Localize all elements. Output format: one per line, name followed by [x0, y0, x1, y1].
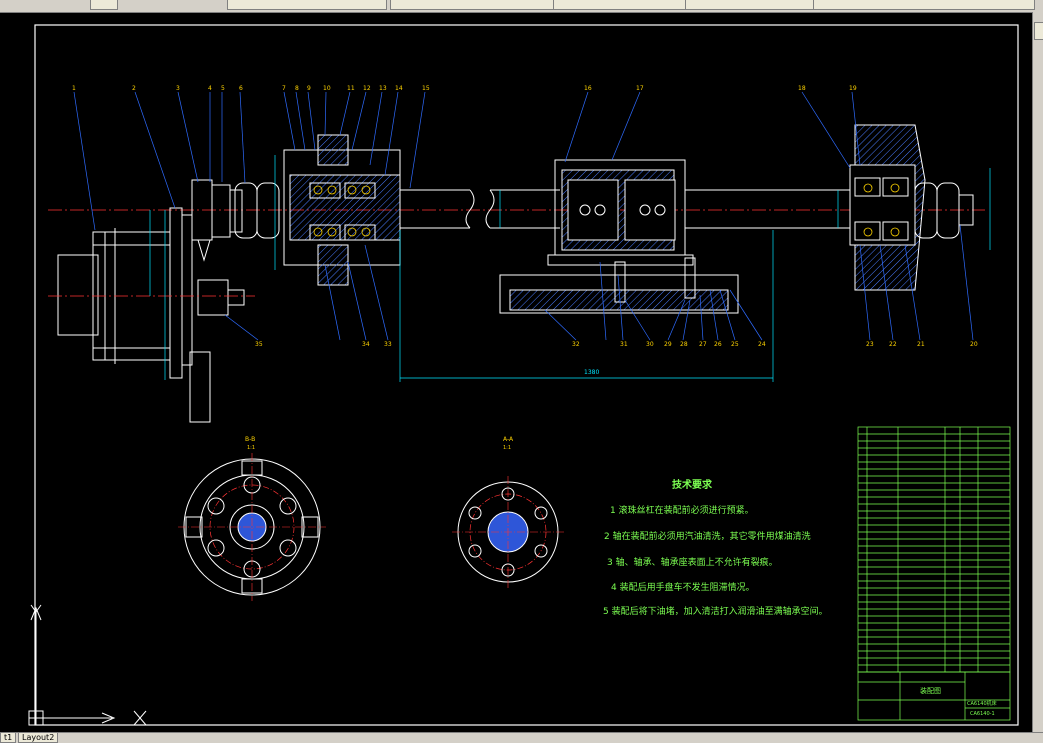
- svg-text:15: 15: [422, 85, 430, 92]
- title-block-company: CA6140机床: [967, 700, 997, 707]
- section-aa-title: A-A: [503, 436, 514, 443]
- tech-requirement-1: 1 滚珠丝杠在装配前必须进行预紧。: [610, 506, 754, 516]
- title-block-drawing-name: 装配图: [920, 686, 941, 695]
- toolbar-tab-1[interactable]: [90, 0, 118, 10]
- svg-text:22: 22: [889, 341, 897, 348]
- svg-text:20: 20: [970, 341, 978, 348]
- right-bearing-housing: [849, 124, 926, 291]
- cad-drawing[interactable]: 1380: [0, 12, 1043, 732]
- svg-text:24: 24: [758, 341, 766, 348]
- svg-text:2: 2: [132, 85, 136, 92]
- toolbar-tab-4[interactable]: [553, 0, 688, 10]
- toolbar-tab-2[interactable]: [227, 0, 387, 10]
- svg-text:28: 28: [680, 341, 688, 348]
- svg-text:1: 1: [72, 85, 76, 92]
- section-view-bb[interactable]: [178, 453, 326, 601]
- svg-text:26: 26: [714, 341, 722, 348]
- title-block[interactable]: [857, 671, 1011, 721]
- motor: [57, 207, 245, 423]
- section-bb-title: B-B: [245, 436, 255, 443]
- svg-text:21: 21: [917, 341, 925, 348]
- dimension-lines: [274, 155, 991, 382]
- toolbar-strip: [0, 0, 1043, 13]
- svg-text:3: 3: [176, 85, 180, 92]
- balloon-numbers: 1 2 3 4 5 6 7 8 9 10 11 12 13 14 15 16 1…: [72, 85, 978, 348]
- svg-text:6: 6: [239, 85, 243, 92]
- ball-nut-block: [547, 159, 694, 266]
- parts-list-table[interactable]: [857, 426, 1011, 673]
- ucs-icon: [28, 604, 147, 726]
- lock-nut: [234, 182, 280, 239]
- tech-requirement-2: 2 轴在装配前必须用汽油清洗，其它零件用煤油清洗: [604, 532, 811, 542]
- svg-text:35: 35: [255, 341, 263, 348]
- svg-text:17: 17: [636, 85, 644, 92]
- dimension-overall-length: 1380: [584, 369, 599, 376]
- tech-requirement-4: 4 装配后用手盘车不发生阻滞情况。: [611, 583, 755, 593]
- right-lock-nut: [914, 182, 974, 239]
- svg-text:16: 16: [584, 85, 592, 92]
- drawing-frame: [34, 24, 1019, 726]
- svg-text:33: 33: [384, 341, 392, 348]
- vertical-scrollbar[interactable]: [1032, 12, 1043, 732]
- svg-text:30: 30: [646, 341, 654, 348]
- tech-requirement-3: 3 轴、轴承、轴承座表面上不允许有裂痕。: [607, 558, 778, 568]
- svg-text:11: 11: [347, 85, 355, 92]
- toolbar-tab-6[interactable]: [813, 0, 1035, 10]
- scrollbar-thumb[interactable]: [1034, 22, 1043, 40]
- svg-text:12: 12: [363, 85, 371, 92]
- svg-text:10: 10: [323, 85, 331, 92]
- balloon-leaders: [73, 91, 974, 341]
- svg-text:13: 13: [379, 85, 387, 92]
- tech-requirement-5: 5 装配后将下油堵，加入清洁打入润滑油至满轴承空间。: [603, 607, 828, 617]
- toolbar-tab-3[interactable]: [390, 0, 555, 10]
- section-aa-scale: 1:1: [503, 445, 511, 451]
- svg-text:14: 14: [395, 85, 403, 92]
- svg-text:19: 19: [849, 85, 857, 92]
- svg-text:9: 9: [307, 85, 311, 92]
- lead-screw-shaft: [400, 189, 850, 229]
- layout-tab-bar: t1 Layout2: [0, 732, 1043, 743]
- toolbar-tab-5[interactable]: [685, 0, 815, 10]
- svg-text:29: 29: [664, 341, 672, 348]
- section-view-aa[interactable]: [452, 476, 564, 588]
- svg-text:25: 25: [731, 341, 739, 348]
- svg-text:8: 8: [295, 85, 299, 92]
- title-block-drawing-no: CA6140-1: [970, 711, 995, 717]
- svg-text:32: 32: [572, 341, 580, 348]
- section-bb-scale: 1:1: [247, 445, 255, 451]
- tech-requirements-title: 技术要求: [672, 480, 712, 491]
- svg-text:4: 4: [208, 85, 212, 92]
- svg-text:5: 5: [221, 85, 225, 92]
- svg-text:27: 27: [699, 341, 707, 348]
- svg-text:31: 31: [620, 341, 628, 348]
- svg-text:23: 23: [866, 341, 874, 348]
- svg-text:7: 7: [282, 85, 286, 92]
- svg-text:34: 34: [362, 341, 370, 348]
- svg-text:18: 18: [798, 85, 806, 92]
- left-bearing-housing: [283, 134, 401, 286]
- coupling: [191, 179, 243, 262]
